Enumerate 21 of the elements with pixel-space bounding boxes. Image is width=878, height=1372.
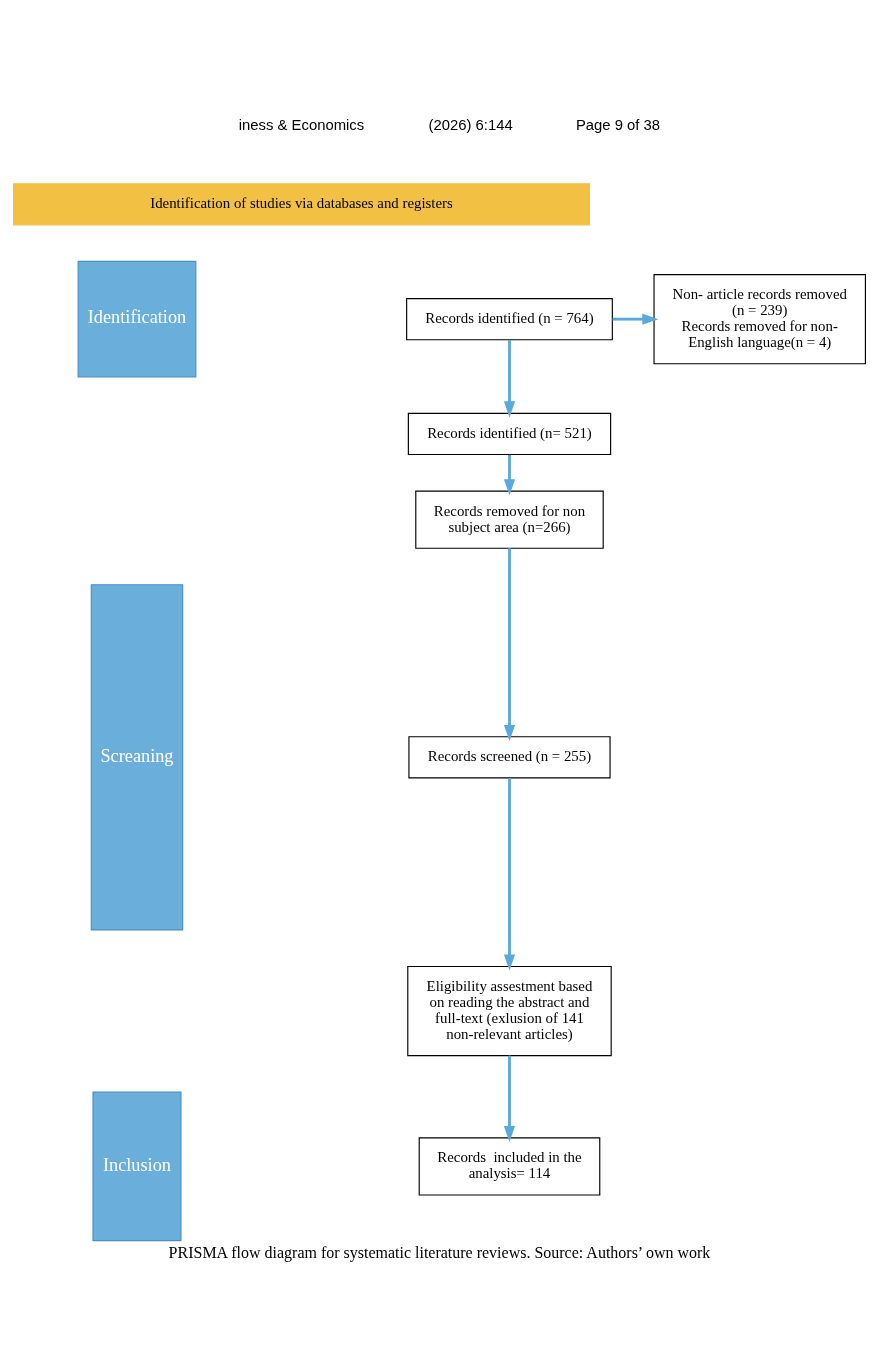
arrow: [503, 777, 515, 970]
label: Page 9 of 38: [575, 116, 660, 133]
node-box: Records screened (n = 255): [407, 735, 611, 778]
arrow: [503, 454, 515, 495]
label: (2026) 6:144: [428, 116, 513, 133]
caption: PRISMA flow diagram for systematic literature reviews. Source: Authors’ own work: [168, 1243, 710, 1261]
arrow: [503, 547, 515, 741]
arrow: [503, 1055, 515, 1142]
node-box: Eligibility assestment based on reading the abstract and full-text (exlusion of 141 non-relevant articles): [406, 965, 612, 1056]
node-box: Records removed for non subject area (n=266): [414, 490, 604, 549]
node-box: Inclusion: [91, 1091, 182, 1241]
node-box: Records identified (n= 521): [407, 412, 611, 455]
node-box: Records included in the analysis= 114: [418, 1136, 600, 1196]
node-box: Identification of studies via databases and registers: [12, 182, 590, 225]
arrow: [503, 339, 515, 417]
label: iness & Economics: [238, 116, 364, 133]
arrow: [612, 313, 658, 325]
node-box: Identification: [77, 260, 196, 377]
node-box: Non- article records removed (n = 239) Records removed for non- English language(n = 4): [652, 273, 866, 364]
node-box: Records identified (n = 764): [405, 297, 613, 340]
node-box: Screaning: [90, 583, 183, 930]
